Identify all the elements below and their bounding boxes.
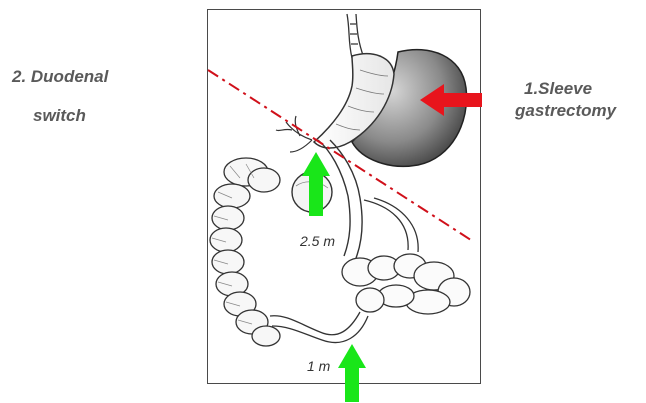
ileal-loops — [342, 198, 470, 314]
alimentary-limb-length-label: 2.5 m — [299, 233, 335, 249]
arrow-up-icon — [338, 344, 366, 402]
common-channel-length-label: 1 m — [307, 358, 331, 374]
colon — [210, 158, 280, 346]
esophagus — [347, 14, 364, 58]
common-channel — [270, 312, 368, 343]
